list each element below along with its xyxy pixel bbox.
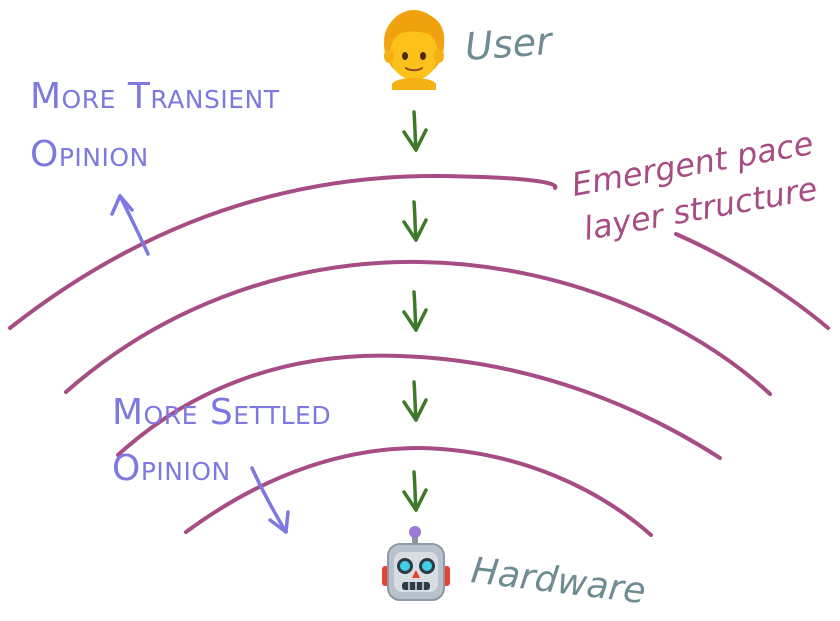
pace-layer-arc-2 xyxy=(64,259,772,396)
down-arrow-3 xyxy=(402,290,428,332)
pace-layer-arc-3 xyxy=(116,353,402,457)
pace-layer-arc-1 xyxy=(8,173,558,330)
down-arrow-1 xyxy=(402,110,428,152)
hardware-label: Hardware xyxy=(469,550,648,612)
settled-opinion-arrow xyxy=(250,466,290,534)
robot-emoji-icon xyxy=(382,526,450,601)
down-arrows xyxy=(402,110,428,512)
down-arrow-2 xyxy=(402,200,428,242)
user-label: User xyxy=(464,19,556,69)
transient-opinion-label-line1: More Transient xyxy=(30,76,280,117)
down-arrow-4 xyxy=(402,380,428,422)
pace-layer-arc-4 xyxy=(184,445,653,537)
person-emoji-icon xyxy=(384,10,445,90)
pace-layer-arc-3-right xyxy=(398,354,722,460)
transient-opinion-arrow xyxy=(110,194,150,256)
pace-layer-arc-1-right xyxy=(674,232,830,330)
settled-opinion-label-line1: More Settled xyxy=(112,392,331,433)
transient-opinion-label-line2: Opinion xyxy=(30,134,149,175)
down-arrow-5 xyxy=(402,470,428,512)
pace-layer-arcs xyxy=(8,173,830,537)
settled-opinion-label-line2: Opinion xyxy=(112,448,231,489)
